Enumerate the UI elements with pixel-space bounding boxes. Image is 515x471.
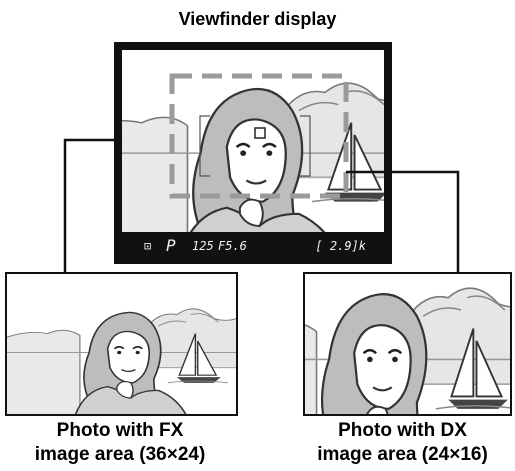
- fx-caption: Photo with FX image area (36×24): [0, 419, 240, 467]
- exposure-mode: P: [166, 236, 176, 255]
- fx-caption-line1: Photo with FX: [0, 419, 240, 443]
- fx-photo: [6, 273, 237, 415]
- viewfinder-info-bar: ⊡ P 125 F5.6 [ 2.9]k: [140, 236, 370, 258]
- matrix-metering-icon: ⊡: [144, 239, 151, 253]
- dx-caption-line1: Photo with DX: [290, 419, 515, 443]
- aperture-value: F5.6: [218, 239, 247, 253]
- shutter-speed: 125: [192, 239, 214, 253]
- fx-leader-line: [65, 140, 122, 273]
- fx-caption-line2: image area (36×24): [0, 443, 240, 467]
- dx-caption: Photo with DX image area (24×16): [290, 419, 515, 467]
- dx-caption-line2: image area (24×16): [290, 443, 515, 467]
- exposures-remaining: [ 2.9]k: [315, 239, 366, 253]
- viewfinder-frame: [83, 26, 411, 264]
